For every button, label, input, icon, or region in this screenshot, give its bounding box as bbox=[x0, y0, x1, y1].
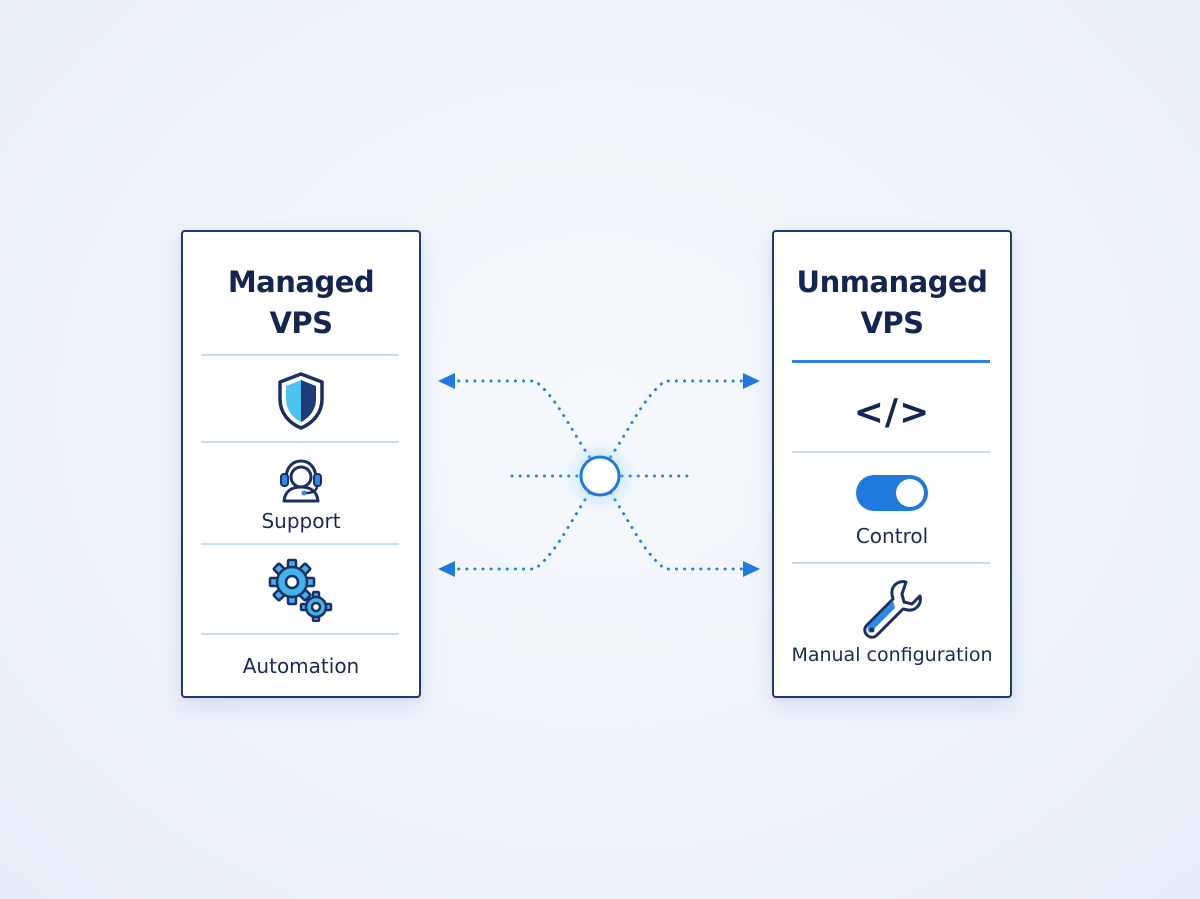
managed-vps-title: Managed VPS bbox=[227, 265, 375, 340]
arrow-bottom-left bbox=[438, 561, 455, 577]
arrow-bottom-right bbox=[743, 561, 760, 577]
control-label: Control bbox=[855, 524, 929, 548]
divider bbox=[792, 451, 990, 453]
hub-node-icon bbox=[579, 455, 621, 497]
divider bbox=[201, 354, 399, 356]
support-label: Support bbox=[261, 509, 341, 533]
unmanaged-vps-title: Unmanaged VPS bbox=[796, 265, 988, 340]
managed-vps-panel: Managed VPS Support bbox=[181, 230, 421, 698]
shield-icon bbox=[278, 372, 324, 430]
divider bbox=[201, 633, 399, 635]
wrench-icon bbox=[863, 580, 922, 639]
divider bbox=[201, 543, 399, 545]
toggle-switch-icon bbox=[856, 475, 928, 511]
gears-icon bbox=[268, 558, 333, 622]
manual-configuration-label: Manual configuration bbox=[791, 644, 993, 666]
accent-divider bbox=[792, 360, 990, 363]
divider bbox=[792, 562, 990, 564]
code-brackets-icon: </> bbox=[853, 392, 931, 433]
arrow-top-left bbox=[438, 373, 455, 389]
automation-label: Automation bbox=[242, 654, 360, 678]
headset-support-icon bbox=[280, 459, 322, 503]
arrow-top-right bbox=[743, 373, 760, 389]
divider bbox=[201, 441, 399, 443]
unmanaged-vps-panel: Unmanaged VPS </> Control Manual configu… bbox=[772, 230, 1012, 698]
